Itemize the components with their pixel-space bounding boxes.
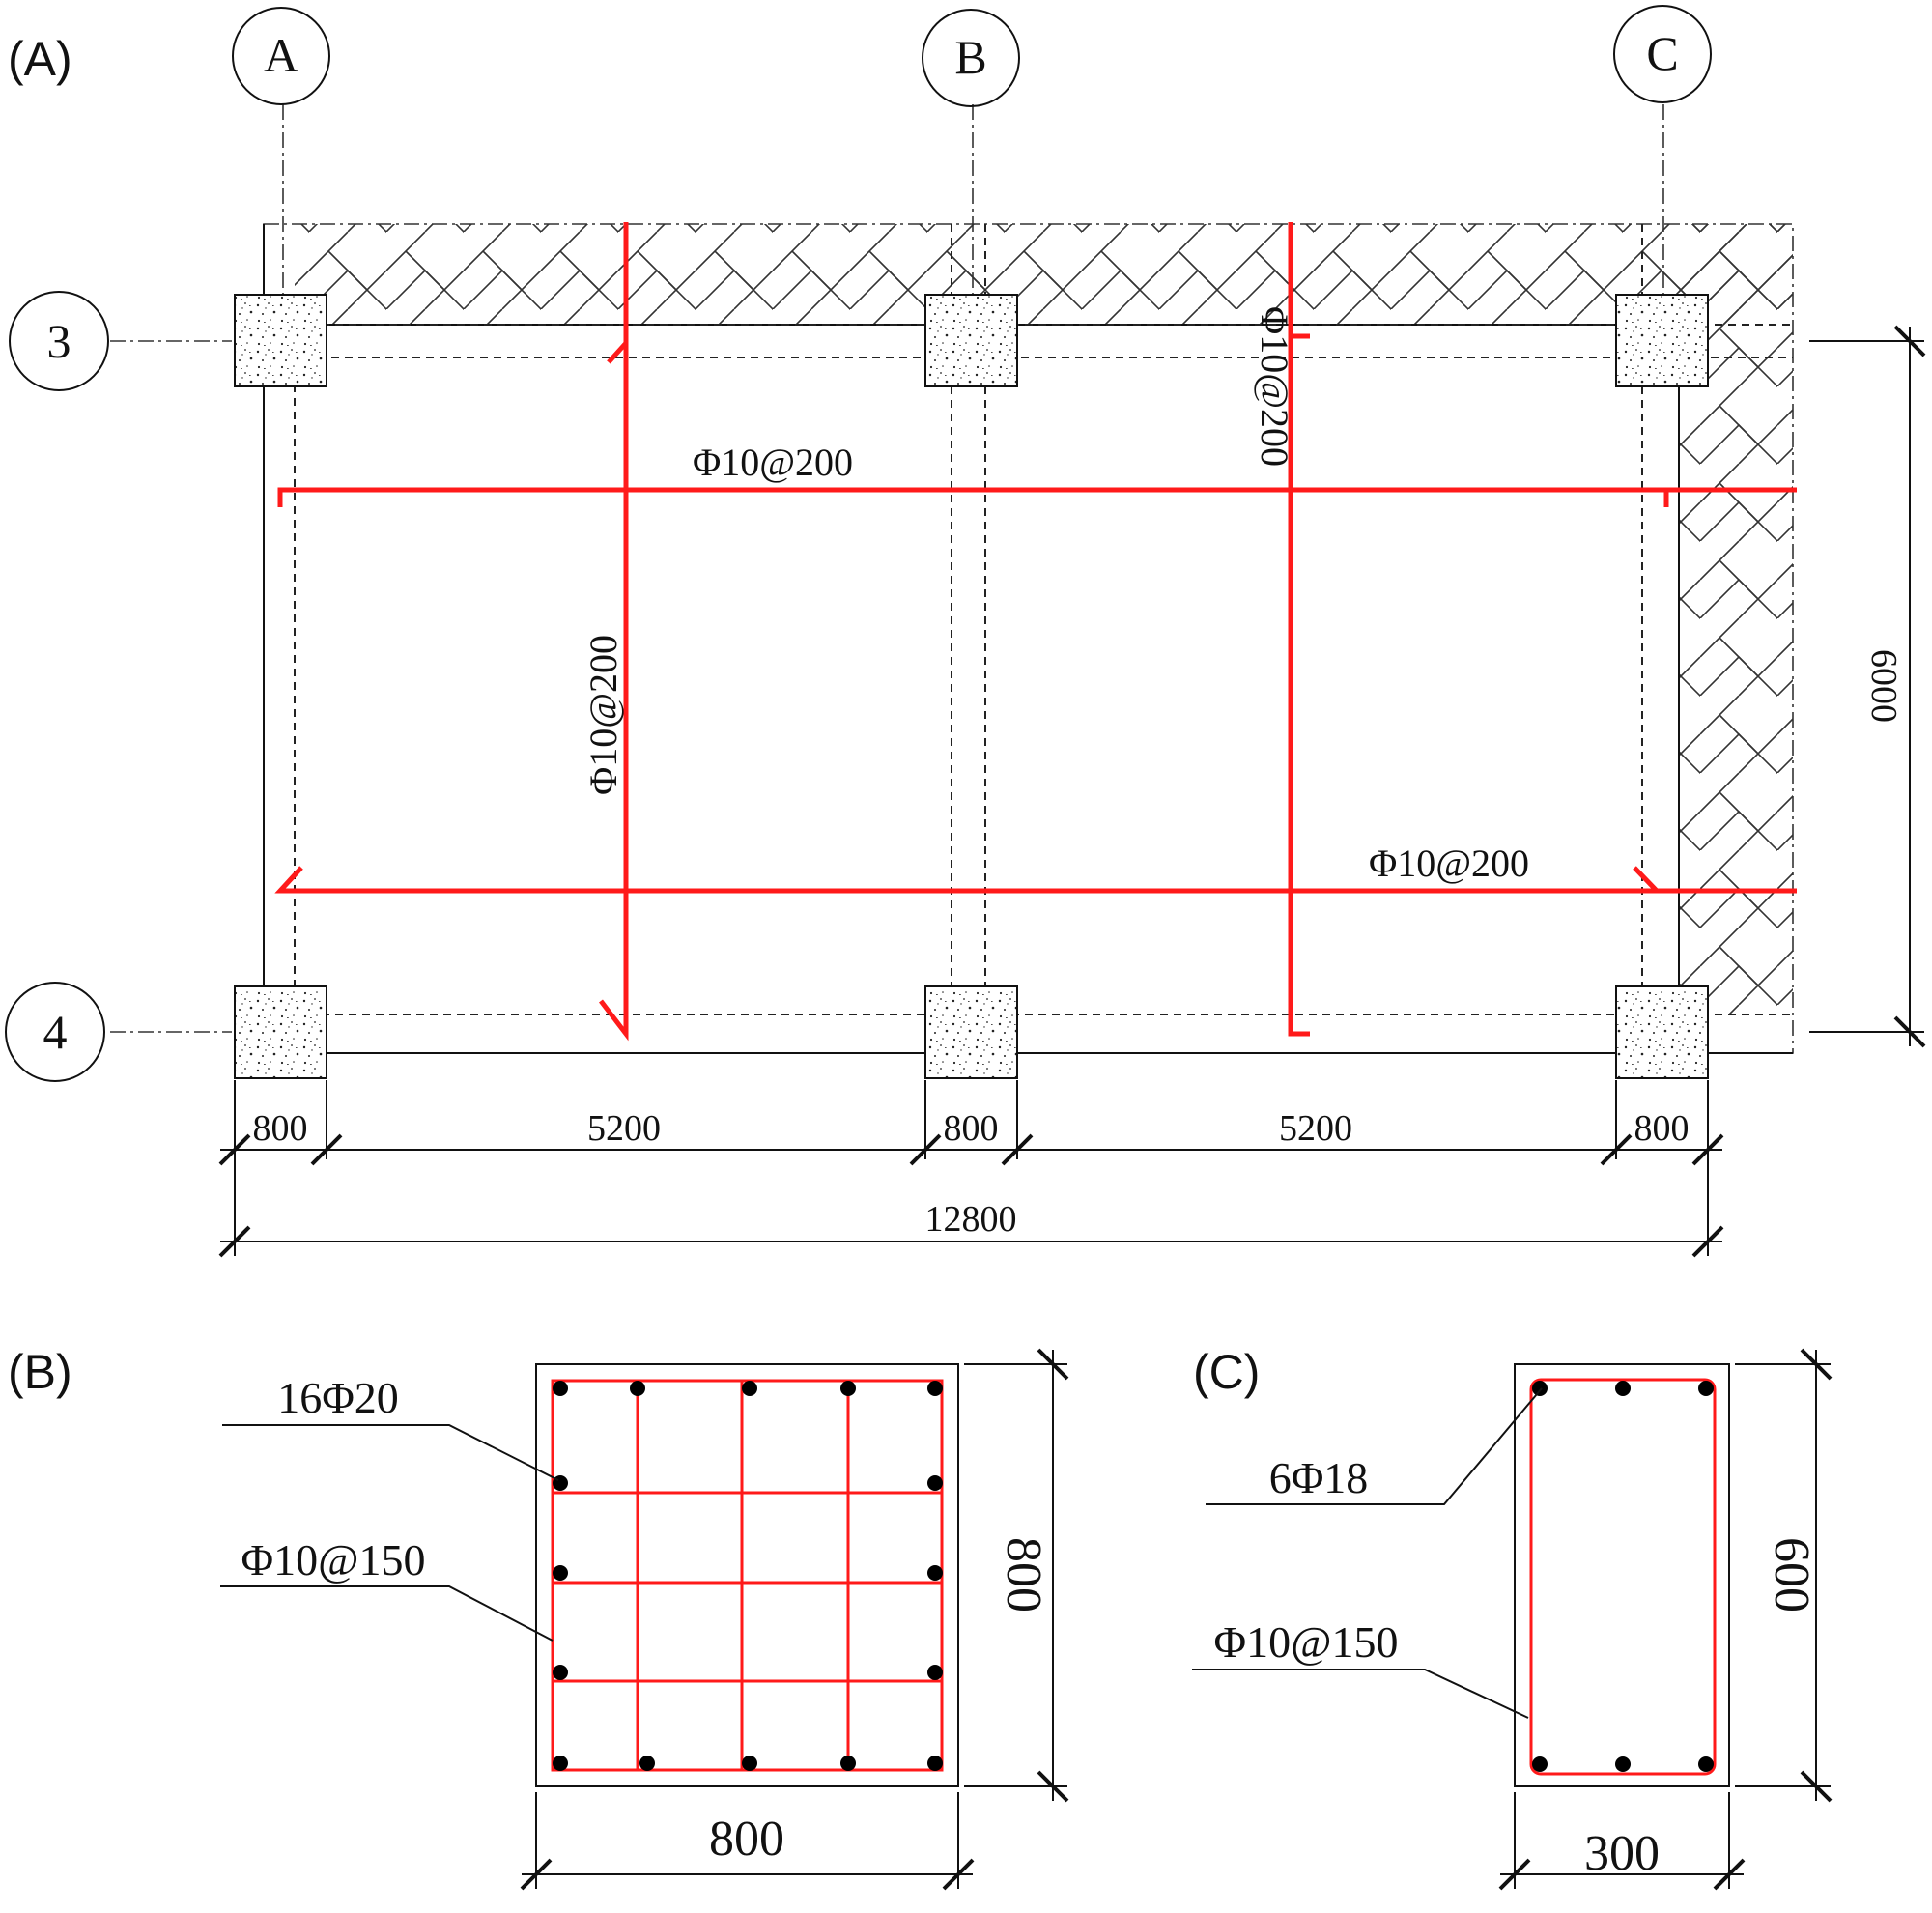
svg-text:6000: 6000 — [1863, 649, 1904, 723]
rebar-label-right-vertical: Φ10@200 — [1253, 306, 1296, 467]
grid-axis-4: 4 — [5, 982, 105, 1082]
svg-text:5200: 5200 — [1279, 1108, 1352, 1149]
column-b4 — [924, 985, 1018, 1079]
column-stirrup-label: Φ10@150 — [242, 1535, 426, 1585]
column-longitudinal-label: 16Φ20 — [277, 1373, 399, 1422]
svg-text:C: C — [1646, 26, 1678, 80]
svg-text:300: 300 — [1584, 1826, 1660, 1881]
column-a4 — [234, 985, 327, 1079]
column-b3 — [924, 294, 1018, 387]
svg-text:600: 600 — [1764, 1537, 1819, 1613]
column-c4 — [1615, 985, 1709, 1079]
svg-text:800: 800 — [996, 1537, 1051, 1613]
beam-stirrup-label: Φ10@150 — [1214, 1617, 1399, 1667]
panel-label-c: (C) — [1193, 1345, 1260, 1399]
grid-axis-a: A — [232, 7, 330, 105]
panel-label-b: (B) — [8, 1345, 72, 1399]
svg-text:800: 800 — [944, 1108, 999, 1149]
wall-hatch-top — [295, 224, 1793, 325]
grid-axis-c: C — [1613, 5, 1712, 103]
rebar-label-bottom: Φ10@200 — [1369, 842, 1529, 885]
columns — [234, 294, 1709, 1079]
column-a3 — [234, 294, 327, 387]
dimension-chain: 800 5200 800 5200 800 12800 — [218, 1080, 1724, 1258]
svg-text:800: 800 — [709, 1812, 784, 1867]
svg-text:5200: 5200 — [587, 1108, 661, 1149]
rebar-label-top: Φ10@200 — [693, 441, 853, 484]
beam-section: 6Φ18 Φ10@150 300 600 — [1192, 1348, 1833, 1891]
svg-text:800: 800 — [1634, 1108, 1690, 1149]
svg-text:800: 800 — [253, 1108, 308, 1149]
svg-text:4: 4 — [43, 1005, 68, 1059]
grid-axis-3: 3 — [9, 291, 109, 391]
svg-text:12800: 12800 — [925, 1199, 1017, 1240]
rebar-label-left-vertical: Φ10@200 — [582, 635, 625, 795]
svg-text:3: 3 — [47, 314, 71, 368]
dimension-depth: 6000 — [1809, 325, 1926, 1048]
column-bars — [553, 1381, 943, 1771]
svg-text:A: A — [264, 28, 298, 82]
svg-text:B: B — [954, 30, 986, 84]
slab-rebars — [274, 222, 1797, 1042]
column-section: 16Φ20 Φ10@150 800 800 — [220, 1348, 1069, 1891]
panel-label-a: (A) — [8, 32, 72, 86]
column-c3 — [1615, 294, 1709, 387]
beam-longitudinal-label: 6Φ18 — [1269, 1453, 1369, 1502]
plan-view: A B C 3 4 — [5, 5, 1926, 1258]
grid-axis-b: B — [922, 9, 1020, 107]
beam-bars — [1532, 1381, 1714, 1772]
